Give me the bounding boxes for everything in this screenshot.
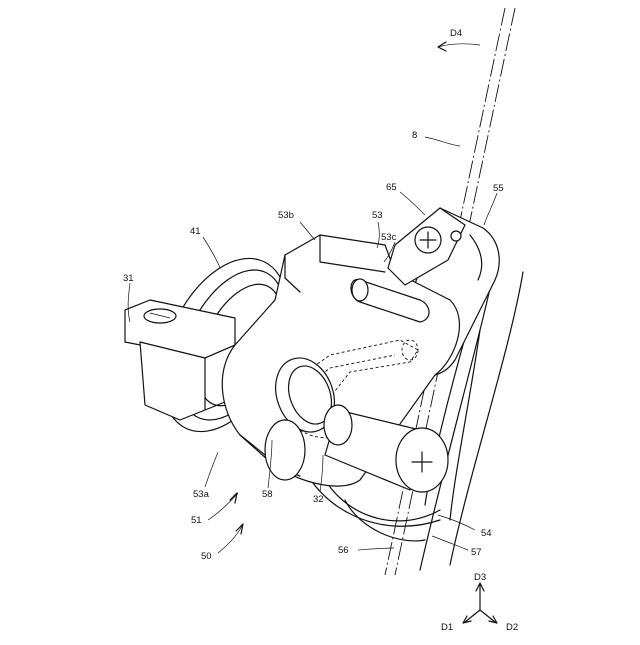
label-56: 56	[338, 545, 349, 556]
label-65: 65	[386, 182, 397, 193]
label-53b: 53b	[278, 210, 294, 221]
label-54: 54	[481, 528, 492, 539]
label-32: 32	[313, 494, 324, 505]
label-31: 31	[123, 273, 134, 284]
label-50: 50	[201, 551, 212, 562]
label-51: 51	[191, 515, 202, 526]
label-53c: 53c	[381, 232, 397, 243]
label-53: 53	[372, 210, 383, 221]
arrow-d4	[438, 42, 480, 51]
label-57: 57	[471, 547, 482, 558]
label-d4: D4	[450, 28, 462, 39]
direction-triad	[463, 583, 497, 623]
label-d2: D2	[506, 622, 518, 633]
label-41: 41	[190, 226, 201, 237]
label-d3: D3	[474, 572, 486, 583]
label-53a: 53a	[193, 489, 210, 500]
label-d1: D1	[441, 622, 453, 633]
label-58: 58	[262, 489, 273, 500]
label-8: 8	[412, 130, 417, 141]
label-55: 55	[493, 183, 504, 194]
